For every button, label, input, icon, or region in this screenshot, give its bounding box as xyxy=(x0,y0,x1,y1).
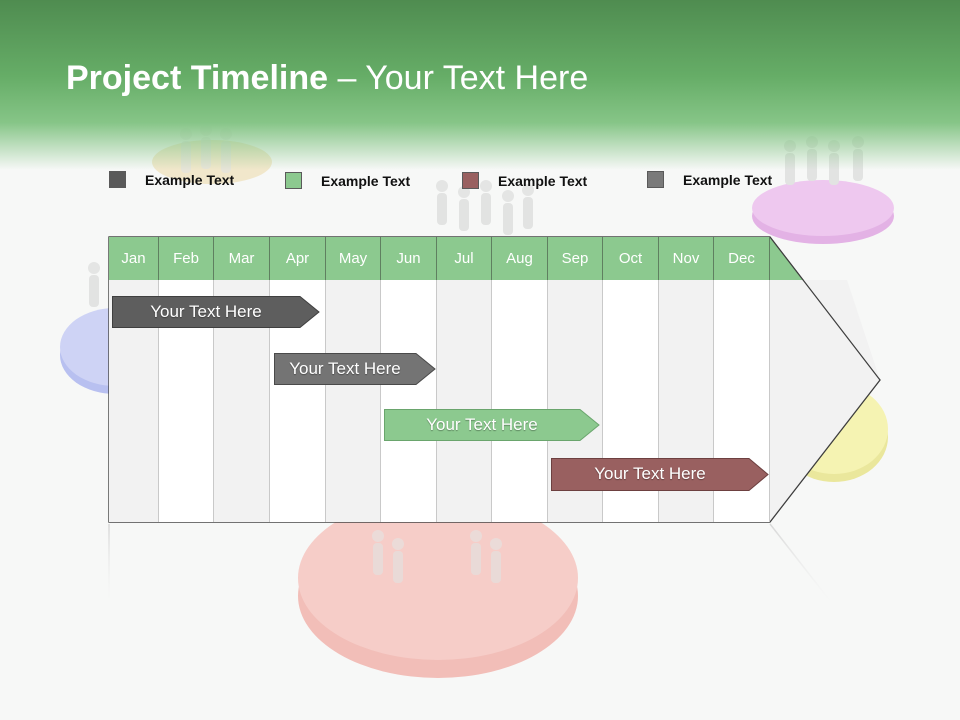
legend-swatch xyxy=(109,171,126,188)
month-header-jun: Jun xyxy=(381,237,437,280)
month-column xyxy=(326,280,381,522)
legend-label: Example Text xyxy=(498,172,588,189)
decor-disc-red xyxy=(298,496,578,660)
timeline-bar-1[interactable]: Your Text Here xyxy=(112,296,320,328)
legend-swatch xyxy=(462,172,479,189)
month-column xyxy=(381,280,437,522)
legend-label: Example Text xyxy=(321,172,411,189)
month-header-aug: Aug xyxy=(492,237,548,280)
legend-item-1: Example Text xyxy=(109,171,234,188)
legend-item-3: Example Text xyxy=(462,172,587,189)
month-column xyxy=(492,280,548,522)
month-header-mar: Mar xyxy=(214,237,270,280)
title-rest: – Your Text Here xyxy=(328,59,589,97)
title-banner xyxy=(0,0,960,170)
month-header-oct: Oct xyxy=(603,237,659,280)
timeline-bar-2[interactable]: Your Text Here xyxy=(274,353,436,385)
month-header-sep: Sep xyxy=(548,237,603,280)
month-header-jan: Jan xyxy=(109,237,159,280)
month-header-dec: Dec xyxy=(714,237,770,280)
legend-swatch xyxy=(647,171,664,188)
timeline-bar-label: Your Text Here xyxy=(150,302,262,321)
timeline-bar-label: Your Text Here xyxy=(426,415,538,434)
legend-swatch xyxy=(285,172,302,189)
month-header-nov: Nov xyxy=(659,237,714,280)
timeline-bar-label: Your Text Here xyxy=(289,359,401,378)
title-bold: Project Timeline xyxy=(66,59,329,97)
legend-label: Example Text xyxy=(145,171,235,188)
month-column xyxy=(437,280,492,522)
month-header-apr: Apr xyxy=(270,237,326,280)
legend-item-4: Example Text xyxy=(647,171,772,188)
timeline-bar-label: Your Text Here xyxy=(594,464,706,483)
month-header-feb: Feb xyxy=(159,237,214,280)
month-header-may: May xyxy=(326,237,381,280)
decor-disc-pink xyxy=(752,180,894,236)
legend-label: Example Text xyxy=(683,171,773,188)
timeline-bar-3[interactable]: Your Text Here xyxy=(384,409,600,441)
timeline-bar-4[interactable]: Your Text Here xyxy=(551,458,769,491)
legend-item-2: Example Text xyxy=(285,172,410,189)
month-header-jul: Jul xyxy=(437,237,492,280)
slide-title: Project Timeline – Your Text Here xyxy=(66,59,589,97)
